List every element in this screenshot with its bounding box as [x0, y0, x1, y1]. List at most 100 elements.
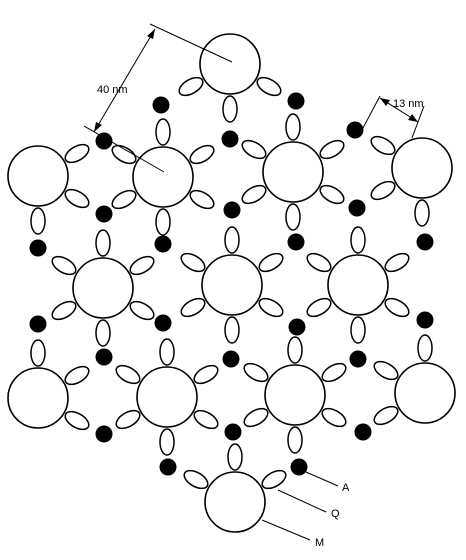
dim-13-label: 13 nm	[393, 98, 424, 110]
lobe	[319, 139, 345, 160]
particle-dot	[287, 233, 305, 251]
lobe	[285, 113, 301, 141]
lobe	[222, 95, 238, 123]
particle-dot	[152, 96, 170, 114]
particle-dot	[416, 233, 434, 251]
lobe	[258, 297, 284, 318]
particle-dot	[349, 350, 367, 368]
particle-dot	[95, 205, 113, 223]
callout-m-label: M	[315, 537, 324, 549]
annotation-layer: 40 nm 13 nm A Q M	[83, 23, 425, 549]
lobe	[180, 252, 206, 273]
lobe-layer	[30, 76, 433, 490]
particle-dot	[346, 121, 364, 139]
particle-dot	[95, 425, 113, 443]
callout-m-leader	[261, 519, 311, 541]
particle-dot	[159, 458, 177, 476]
particle-dot	[222, 350, 240, 368]
lobe	[159, 428, 175, 456]
core-circle	[7, 145, 69, 207]
lobe	[261, 469, 287, 490]
dim-40-arrowhead-top	[147, 29, 155, 39]
lobe	[285, 203, 301, 231]
particle-dot	[416, 311, 434, 329]
particle-dot	[221, 130, 239, 148]
lobe	[193, 364, 219, 385]
lobe	[111, 189, 137, 210]
lobe	[224, 316, 240, 344]
lobe	[64, 188, 90, 209]
lobe	[370, 135, 396, 156]
core-layer	[7, 33, 456, 533]
lobe	[414, 199, 430, 227]
lobe	[183, 469, 209, 490]
lobe	[373, 405, 399, 426]
lobe	[180, 297, 206, 318]
core-circle	[394, 362, 456, 424]
particle-dot	[290, 458, 308, 476]
lobe	[155, 208, 171, 236]
lobe	[306, 297, 332, 318]
dim-40-label: 40 nm	[97, 84, 128, 96]
core-circle	[132, 146, 194, 208]
lobe	[256, 76, 282, 97]
lobe	[373, 360, 399, 381]
lobe	[243, 362, 269, 383]
core-circle	[391, 137, 453, 199]
particle-dot	[223, 201, 241, 219]
lobe	[306, 252, 332, 273]
dim-13-arrowhead-right	[408, 114, 418, 122]
lobe	[95, 229, 111, 257]
lobe	[417, 334, 433, 362]
lobe	[95, 319, 111, 347]
core-circle	[262, 141, 324, 203]
lobe	[189, 144, 215, 165]
lobe	[227, 443, 243, 471]
particle-dot	[95, 132, 113, 150]
lobe	[178, 76, 204, 97]
core-circle	[327, 254, 389, 316]
particle-dot	[288, 318, 306, 336]
dim-40-extension-top	[149, 23, 233, 63]
lobe	[115, 364, 141, 385]
lobe	[51, 300, 77, 321]
lobe	[159, 338, 175, 366]
lobe	[241, 184, 267, 205]
callout-q-leader	[277, 489, 327, 513]
dim-40-extension-bottom	[83, 125, 165, 173]
particle-dot	[287, 92, 305, 110]
callout-a-leader	[305, 471, 339, 487]
particle-dot	[224, 423, 242, 441]
core-circle	[204, 471, 266, 533]
dim-40-arrow-line	[93, 28, 156, 133]
lobe	[155, 118, 171, 146]
lobe	[287, 336, 303, 364]
lobe	[350, 316, 366, 344]
lobe	[287, 426, 303, 454]
callout-a-label: A	[342, 482, 350, 494]
lobe	[350, 226, 366, 254]
core-circle	[72, 257, 134, 319]
lobe	[64, 143, 90, 164]
lobe	[243, 407, 269, 428]
lobe	[111, 144, 137, 165]
lobe	[193, 409, 219, 430]
lobe	[189, 189, 215, 210]
core-circle	[264, 364, 326, 426]
dot-layer	[29, 92, 434, 476]
particle-dot	[348, 199, 366, 217]
dim-13-arrowhead-left	[380, 98, 390, 106]
lobe	[30, 207, 46, 235]
lobe	[319, 184, 345, 205]
lobe	[241, 139, 267, 160]
core-circle	[199, 33, 261, 95]
lobe	[258, 252, 284, 273]
lobe	[30, 339, 46, 367]
particle-dot	[154, 314, 172, 332]
particle-dot	[29, 239, 47, 257]
core-circle	[136, 366, 198, 428]
particle-dot	[95, 348, 113, 366]
lobe	[224, 226, 240, 254]
particle-dot	[154, 235, 172, 253]
particle-dot	[354, 423, 372, 441]
